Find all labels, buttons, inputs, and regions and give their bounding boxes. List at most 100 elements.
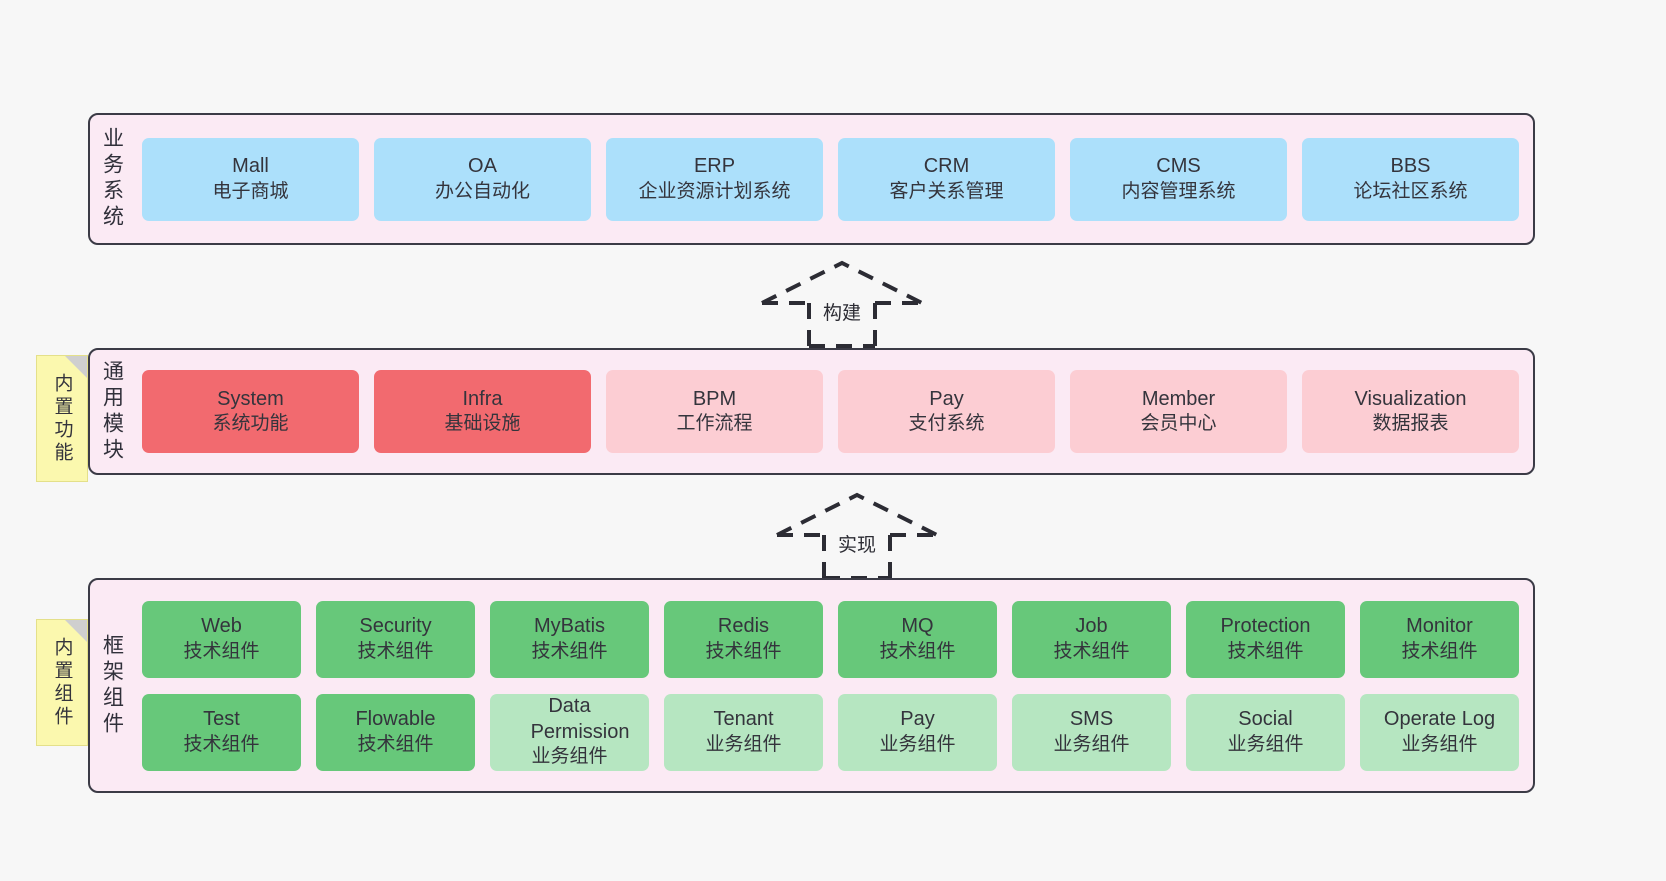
generalization-arrow-icon: [776, 492, 938, 582]
node-name: BBS: [1390, 155, 1431, 178]
node-name: CRM: [923, 155, 970, 178]
layer-body-framework-components: Web 技术组件 Security 技术组件 MyBatis 技术组件 Redi…: [134, 580, 1533, 791]
node-test[interactable]: Test 技术组件: [142, 693, 301, 771]
connector-build: 构建: [757, 258, 927, 350]
layer-body-business-system: Mall 电子商城 OA 办公自动化 ERP 企业资源计划系统 CRM 客户关系…: [134, 115, 1533, 243]
node-web[interactable]: Web 技术组件: [142, 600, 301, 678]
node-subtitle: 技术组件: [705, 640, 782, 662]
node-name: Pay: [900, 708, 935, 731]
node-name: MQ: [901, 615, 934, 638]
node-name: Visualization: [1354, 387, 1467, 410]
generalization-arrow-icon: [761, 260, 923, 350]
node-subtitle: 支付系统: [908, 413, 985, 435]
node-crm[interactable]: CRM 客户关系管理: [838, 137, 1055, 221]
node-name: Infra: [462, 387, 503, 410]
node-subtitle: 业务组件: [879, 733, 956, 755]
node-data-permission[interactable]: Data Permission 业务组件: [490, 693, 649, 771]
connector-implement: 实现: [772, 490, 942, 582]
node-protection[interactable]: Protection 技术组件: [1186, 600, 1345, 678]
node-subtitle: 企业资源计划系统: [638, 180, 791, 202]
layer-body-general-modules: System 系统功能 Infra 基础设施 BPM 工作流程 Pay 支付系统…: [134, 350, 1533, 473]
node-subtitle: 业务组件: [1053, 733, 1130, 755]
node-oa[interactable]: OA 办公自动化: [374, 137, 591, 221]
layer-business-system: 业务系统 Mall 电子商城 OA 办公自动化 ERP 企业资源计划系统 CRM…: [88, 113, 1535, 245]
node-subtitle: 论坛社区系统: [1353, 180, 1468, 202]
node-system[interactable]: System 系统功能: [142, 370, 359, 453]
node-sms[interactable]: SMS 业务组件: [1012, 693, 1171, 771]
node-pay-component[interactable]: Pay 业务组件: [838, 693, 997, 771]
node-erp[interactable]: ERP 企业资源计划系统: [606, 137, 823, 221]
layer-general-modules: 通用模块 System 系统功能 Infra 基础设施 BPM 工作流程 Pay…: [88, 348, 1535, 475]
node-name: BPM: [692, 387, 737, 410]
node-name: Job: [1075, 615, 1108, 638]
node-name: Tenant: [713, 708, 774, 731]
node-subtitle: 业务组件: [1401, 733, 1478, 755]
node-monitor[interactable]: Monitor 技术组件: [1360, 600, 1519, 678]
node-name: SMS: [1069, 708, 1114, 731]
node-mall[interactable]: Mall 电子商城: [142, 137, 359, 221]
node-name: Pay: [929, 387, 964, 410]
node-pay[interactable]: Pay 支付系统: [838, 370, 1055, 453]
node-name: Flowable: [355, 708, 436, 731]
node-flowable[interactable]: Flowable 技术组件: [316, 693, 475, 771]
node-subtitle: 业务组件: [1227, 733, 1304, 755]
node-mybatis[interactable]: MyBatis 技术组件: [490, 600, 649, 678]
node-name: MyBatis: [533, 615, 606, 638]
node-bbs[interactable]: BBS 论坛社区系统: [1302, 137, 1519, 221]
node-name: CMS: [1156, 155, 1201, 178]
page-fold-icon: [65, 356, 87, 378]
page-fold-icon: [65, 620, 87, 642]
node-subtitle: 技术组件: [531, 640, 608, 662]
node-subtitle: 会员中心: [1140, 413, 1217, 435]
node-name: Member: [1141, 387, 1216, 410]
node-name: Test: [203, 708, 240, 731]
note-label: 内置功能: [51, 372, 73, 465]
node-name: Security: [359, 615, 432, 638]
note-builtin-features: 内置功能: [36, 355, 88, 482]
node-name: OA: [468, 155, 497, 178]
node-cms[interactable]: CMS 内容管理系统: [1070, 137, 1287, 221]
node-name: Redis: [717, 615, 770, 638]
node-name: Data Permission: [530, 695, 630, 743]
note-builtin-components: 内置组件: [36, 619, 88, 746]
note-label: 内置组件: [51, 636, 73, 729]
node-subtitle: 办公自动化: [434, 180, 530, 202]
node-subtitle: 技术组件: [183, 733, 260, 755]
node-subtitle: 业务组件: [705, 733, 782, 755]
node-visualization[interactable]: Visualization 数据报表: [1302, 370, 1519, 453]
node-member[interactable]: Member 会员中心: [1070, 370, 1287, 453]
node-subtitle: 业务组件: [531, 746, 608, 768]
node-name: Social: [1238, 708, 1293, 731]
node-subtitle: 内容管理系统: [1121, 180, 1236, 202]
node-bpm[interactable]: BPM 工作流程: [606, 370, 823, 453]
node-subtitle: 技术组件: [1401, 640, 1478, 662]
node-job[interactable]: Job 技术组件: [1012, 600, 1171, 678]
node-name: Web: [201, 615, 242, 638]
node-mq[interactable]: MQ 技术组件: [838, 600, 997, 678]
layer-row: Mall 电子商城 OA 办公自动化 ERP 企业资源计划系统 CRM 客户关系…: [142, 137, 1519, 221]
layer-row: Test 技术组件 Flowable 技术组件 Data Permission …: [142, 693, 1519, 771]
layer-title-general-modules: 通用模块: [100, 359, 124, 464]
node-social[interactable]: Social 业务组件: [1186, 693, 1345, 771]
node-subtitle: 客户关系管理: [889, 180, 1004, 202]
node-security[interactable]: Security 技术组件: [316, 600, 475, 678]
node-infra[interactable]: Infra 基础设施: [374, 370, 591, 453]
node-subtitle: 技术组件: [357, 640, 434, 662]
node-redis[interactable]: Redis 技术组件: [664, 600, 823, 678]
node-name: Mall: [232, 155, 269, 178]
node-name: Monitor: [1406, 615, 1473, 638]
node-subtitle: 技术组件: [357, 733, 434, 755]
node-subtitle: 工作流程: [676, 413, 753, 435]
layer-title-framework-components: 框架组件: [100, 633, 124, 738]
node-subtitle: 数据报表: [1372, 413, 1449, 435]
node-tenant[interactable]: Tenant 业务组件: [664, 693, 823, 771]
node-operate-log[interactable]: Operate Log 业务组件: [1360, 693, 1519, 771]
node-name: Operate Log: [1383, 708, 1496, 731]
node-subtitle: 基础设施: [444, 413, 521, 435]
node-subtitle: 技术组件: [1227, 640, 1304, 662]
layer-title-business-system: 业务系统: [100, 127, 124, 231]
node-name: ERP: [693, 155, 736, 178]
node-name: Protection: [1220, 615, 1311, 638]
node-name: System: [217, 387, 284, 410]
